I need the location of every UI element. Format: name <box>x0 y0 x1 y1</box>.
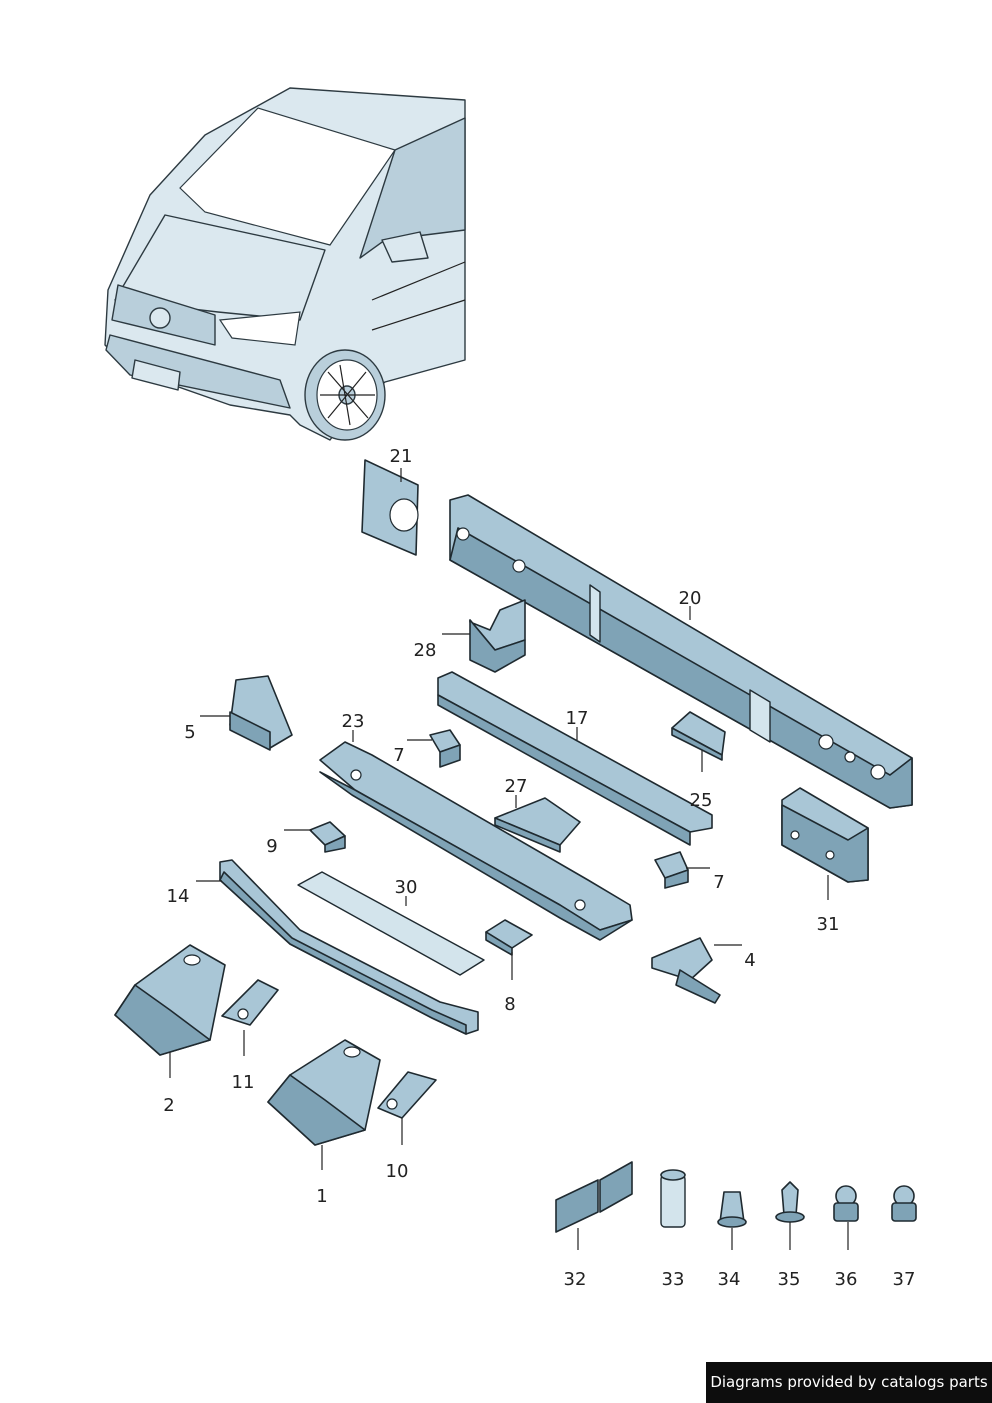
part-25-plate <box>671 711 726 761</box>
part-35-rivet <box>775 1181 805 1223</box>
part-27-plate <box>494 797 581 853</box>
callout-34: 34 <box>718 1269 741 1290</box>
callout-7-upper: 7 <box>393 745 404 766</box>
part-5-bracket <box>229 675 293 751</box>
callout-37: 37 <box>893 1269 916 1290</box>
part-36-nut <box>833 1185 859 1222</box>
part-23-cross-beam <box>319 741 633 941</box>
callout-9: 9 <box>266 836 277 857</box>
part-1-bracket <box>267 1039 381 1146</box>
callout-5: 5 <box>184 722 195 743</box>
part-14-frame-rail <box>219 859 479 1035</box>
part-32-pads <box>555 1161 633 1233</box>
callout-labels: 21 20 28 5 23 17 7 25 27 9 31 7 14 30 4 … <box>163 446 915 1290</box>
callout-32: 32 <box>564 1269 587 1290</box>
callout-10: 10 <box>386 1161 409 1182</box>
callout-4: 4 <box>744 950 755 971</box>
part-30-strip <box>297 871 485 976</box>
part-8-clip <box>485 919 533 956</box>
footer-credit-banner: Diagrams provided by catalogs parts <box>706 1362 992 1403</box>
callout-17: 17 <box>566 708 589 729</box>
callout-31: 31 <box>817 914 840 935</box>
part-10-plate <box>377 1071 437 1119</box>
callout-20: 20 <box>679 588 702 609</box>
callout-36: 36 <box>835 1269 858 1290</box>
callout-35: 35 <box>778 1269 801 1290</box>
callout-27: 27 <box>505 776 528 797</box>
callout-14: 14 <box>167 886 190 907</box>
part-7-brackets <box>429 729 689 889</box>
callout-7-lower: 7 <box>713 872 724 893</box>
callout-1: 1 <box>316 1186 327 1207</box>
callout-30: 30 <box>395 877 418 898</box>
leader-lines <box>169 468 849 1250</box>
callout-23: 23 <box>342 711 365 732</box>
part-2-bracket <box>114 944 226 1056</box>
part-28-bracket <box>469 599 526 673</box>
part-11-plate <box>221 979 279 1026</box>
callout-28: 28 <box>414 640 437 661</box>
footer-credit-text: Diagrams provided by catalogs parts <box>710 1373 988 1391</box>
part-21-gasket <box>361 459 419 556</box>
callout-11: 11 <box>232 1072 255 1093</box>
callout-2: 2 <box>163 1095 174 1116</box>
callout-8: 8 <box>504 994 515 1015</box>
callout-25: 25 <box>690 790 713 811</box>
callout-33: 33 <box>662 1269 685 1290</box>
part-31-end-cap <box>781 787 869 883</box>
part-34-plug <box>717 1191 747 1228</box>
part-9-clip <box>309 821 346 853</box>
part-20-cross-member <box>449 494 913 809</box>
callout-21: 21 <box>390 446 413 467</box>
part-4-bracket <box>651 937 721 1004</box>
part-17-rail <box>437 671 713 846</box>
part-37-nut <box>891 1185 917 1222</box>
vehicle-illustration <box>104 87 466 441</box>
part-33-sleeve <box>660 1169 686 1228</box>
